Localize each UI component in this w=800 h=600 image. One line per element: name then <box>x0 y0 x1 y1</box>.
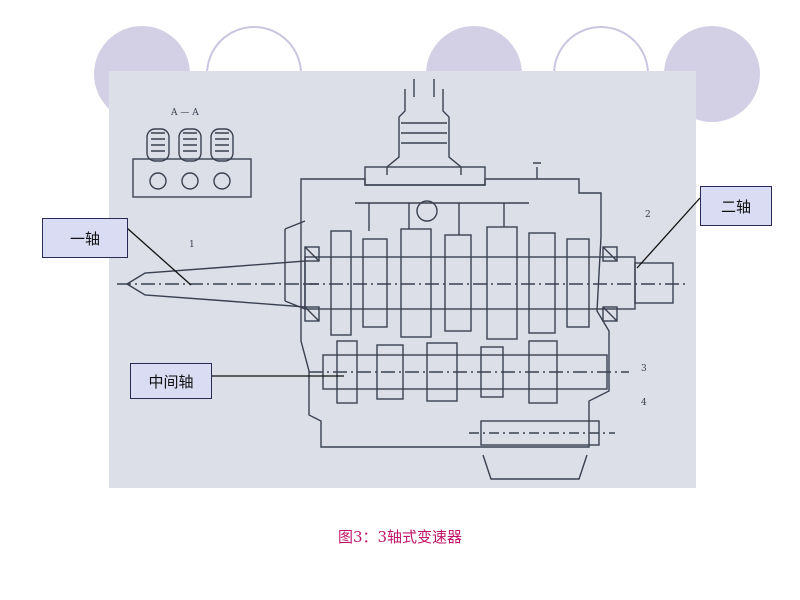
part-number-1: 1 <box>189 240 195 250</box>
countershaft <box>309 340 629 404</box>
reverse-idler <box>469 420 615 480</box>
part-number-4: 4 <box>641 398 647 408</box>
callout-shaft2-label: 二轴 <box>720 197 751 216</box>
bearings <box>304 246 618 322</box>
leader-shaft1 <box>126 227 192 286</box>
leader-shaft2 <box>636 197 701 269</box>
figure-caption: 图3：3轴式变速器 <box>337 528 463 546</box>
gearbox-drawing-photo: A — A 1 2 3 4 <box>109 71 696 488</box>
inset-label: A — A <box>170 108 199 118</box>
inset-detail-aa <box>132 128 252 198</box>
callout-shaft1-label: 一轴 <box>69 229 100 248</box>
mainshaft-gears <box>330 226 590 340</box>
callout-shaft2: 二轴 <box>700 186 772 226</box>
part-number-2: 2 <box>645 210 651 220</box>
output-shaft <box>304 256 689 310</box>
callout-countershaft: 中间轴 <box>130 363 212 399</box>
callout-countershaft-label: 中间轴 <box>148 372 194 391</box>
part-number-3: 3 <box>641 364 647 374</box>
gearbox-cross-section: A — A 1 2 3 4 <box>117 79 689 480</box>
housing-outline <box>300 178 610 448</box>
callout-shaft1: 一轴 <box>42 218 128 258</box>
shift-forks <box>355 200 529 235</box>
